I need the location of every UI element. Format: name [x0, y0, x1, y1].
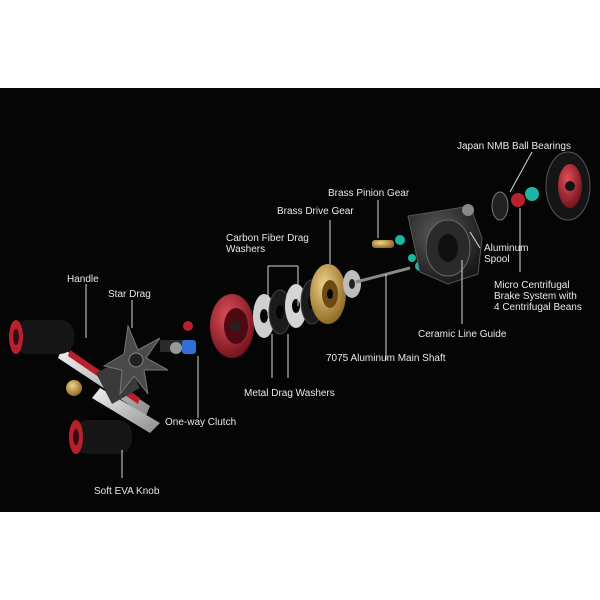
label-aluminum-spool-line2: Spool	[484, 254, 528, 265]
handle-nut	[66, 380, 82, 396]
label-aluminum-spool-line1: Aluminum	[484, 243, 528, 254]
label-main-shaft: 7075 Aluminum Main Shaft	[326, 353, 446, 364]
diagram-panel: Handle Star Drag Soft EVA Knob One-way C…	[0, 88, 600, 512]
label-brass-drive-gear: Brass Drive Gear	[277, 206, 354, 217]
reel-body	[408, 204, 482, 284]
label-brake-line2: Brake System with	[494, 291, 582, 302]
label-carbon-fiber-drag-washers: Carbon Fiber Drag Washers	[226, 233, 309, 255]
label-brake-line1: Micro Centrifugal	[494, 280, 582, 291]
label-japan-nmb-ball-bearings: Japan NMB Ball Bearings	[457, 141, 571, 152]
brake-side-plate	[546, 152, 590, 220]
spool-parts	[492, 187, 539, 220]
label-one-way-clutch: One-way Clutch	[165, 417, 236, 428]
label-ceramic-line-guide: Ceramic Line Guide	[418, 329, 506, 340]
label-star-drag: Star Drag	[108, 289, 151, 300]
label-brake-line3: 4 Centrifugal Beans	[494, 302, 582, 313]
label-carbon-fiber-line2: Washers	[226, 244, 309, 255]
label-metal-drag-washers: Metal Drag Washers	[244, 388, 335, 399]
label-brake-system: Micro Centrifugal Brake System with 4 Ce…	[494, 280, 582, 313]
label-handle: Handle	[67, 274, 99, 285]
clutch-parts	[160, 321, 196, 354]
label-brass-pinion-gear: Brass Pinion Gear	[328, 188, 409, 199]
handle-knob-bottom	[69, 420, 132, 454]
pinion-gear-assembly	[343, 270, 361, 298]
main-shaft	[356, 268, 410, 282]
brass-drive-gear	[310, 264, 346, 324]
handle-knob-top	[9, 320, 74, 354]
label-carbon-fiber-line1: Carbon Fiber Drag	[226, 233, 309, 244]
label-soft-eva-knob: Soft EVA Knob	[94, 486, 159, 497]
label-aluminum-spool: Aluminum Spool	[484, 243, 528, 265]
side-plate	[210, 294, 254, 358]
